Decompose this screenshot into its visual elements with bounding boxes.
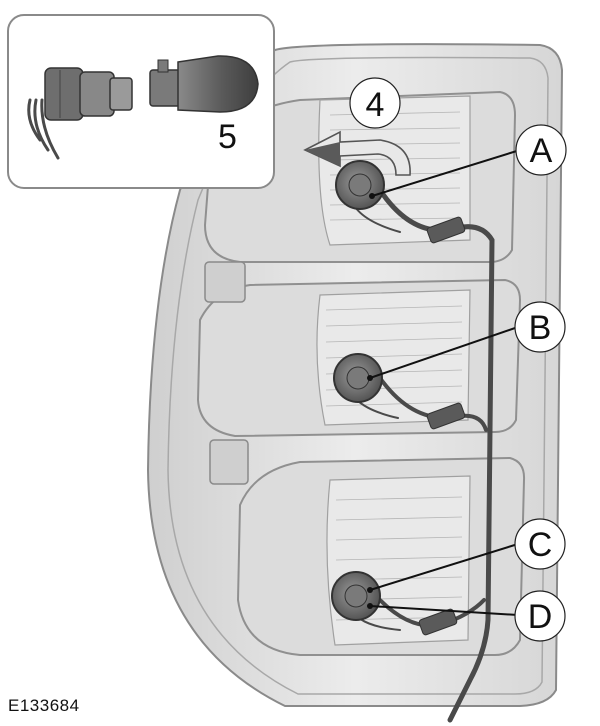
step-4-badge: 4 [349,77,401,129]
mounting-tabs [204,261,249,485]
svg-text:C: C [528,526,553,564]
inset-socket-icon [27,67,133,160]
svg-text:5: 5 [218,118,237,156]
rotate-arrow-icon [303,130,411,176]
callout-d: D [514,590,566,642]
lower-lamp-chamber [236,456,526,656]
harness-connectors [418,216,466,636]
inset-bulb-removal: 5 [7,14,275,189]
bulb-socket-a [335,160,385,210]
leader-dots [367,193,375,609]
callout-c: C [514,518,566,570]
svg-text:D: D [528,598,553,636]
inset-bulb-icon [149,55,259,113]
svg-text:4: 4 [366,86,385,124]
figure-reference-code: E133684 [8,696,80,715]
bulb-socket-b [333,353,383,403]
svg-text:A: A [530,132,553,170]
svg-text:B: B [529,309,552,347]
callout-b: B [514,301,566,353]
bulb-socket-c-d [331,571,381,621]
leader-lines [369,149,521,616]
callout-a: A [515,124,567,176]
